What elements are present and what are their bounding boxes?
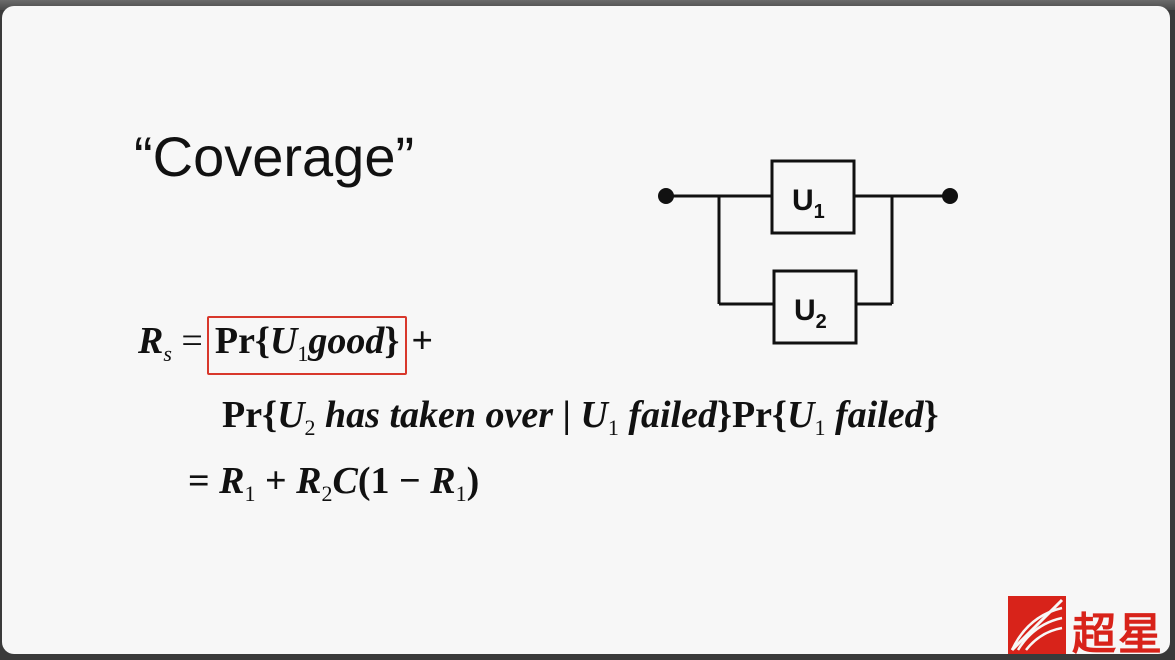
video-top-strip	[0, 0, 1175, 10]
input-terminal	[658, 188, 674, 204]
equation-line-3: = R1 + R2C(1 − R1)	[188, 460, 480, 506]
logo-emblem-icon	[1008, 596, 1066, 654]
output-terminal	[942, 188, 958, 204]
slide-title: “Coverage”	[134, 125, 415, 188]
slide-canvas: “Coverage” U1 U2 Rs =Pr{U1good}+	[2, 6, 1170, 654]
watermark-logo: 超星	[1008, 596, 1168, 654]
coverage-symbol: C	[332, 460, 358, 502]
unit1-box	[770, 159, 856, 235]
takeover-phrase: has taken over	[325, 394, 554, 436]
unit1-label: U1	[792, 184, 825, 223]
unit2-box	[772, 269, 858, 345]
watermark-text: 超星	[1072, 609, 1164, 654]
highlighted-term: Pr{U1good}	[206, 316, 408, 375]
reliability-subscript: s	[163, 341, 172, 366]
unit2-label: U2	[794, 294, 827, 333]
reliability-symbol: R	[138, 320, 164, 362]
plus-sign: +	[411, 320, 434, 362]
parallel-system-diagram: U1 U2	[658, 159, 958, 345]
equals-sign: =	[181, 320, 203, 362]
equation-line-1: Rs =Pr{U1good}+	[138, 316, 433, 375]
equation-line-2: Pr{U2 has taken over | U1 failed}Pr{U1 f…	[222, 394, 939, 440]
